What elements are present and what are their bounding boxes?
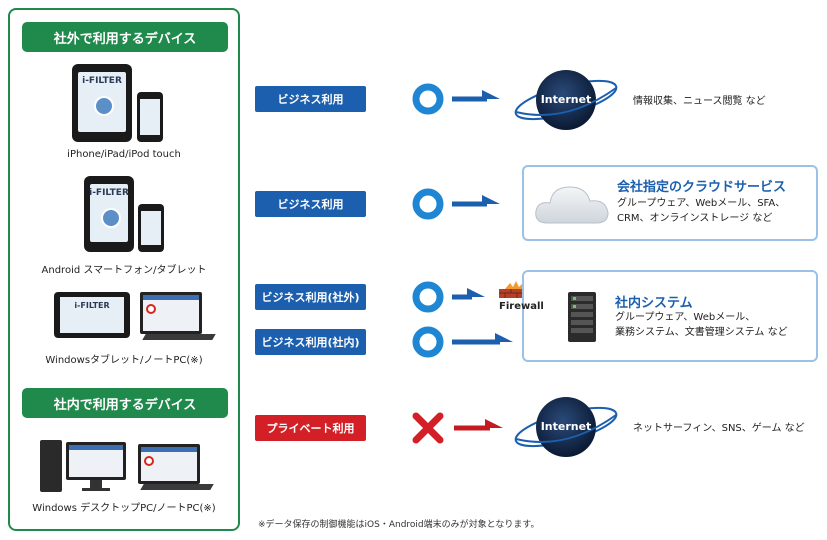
server-icon	[568, 292, 596, 342]
ifilter-logo: i-FILTER	[82, 76, 122, 86]
windows-tablet-icon: i-FILTER	[54, 292, 130, 338]
internal-desc-line1: グループウェア、Webメール、	[615, 312, 756, 323]
globe-icon	[514, 70, 618, 130]
ifilter-logo: i-FILTER	[89, 188, 129, 198]
device-caption-android: Android スマートフォン/タブレット	[41, 265, 207, 276]
laptop-icon	[140, 292, 202, 334]
circle-ok-icon	[412, 83, 444, 115]
internet-desc-top: 情報収集、ニュース閲覧 など	[633, 96, 766, 107]
internal-title: 社内システム	[615, 296, 693, 311]
cross-ng-icon	[412, 412, 444, 444]
ipad-icon: i-FILTER	[72, 64, 132, 142]
cloud-icon	[535, 186, 609, 224]
arrow-right-icon	[467, 288, 485, 297]
row-label-private: プライベート利用	[255, 415, 366, 441]
circle-ok-icon	[412, 281, 444, 313]
internet-desc-bottom: ネットサーフィン、SNS、ゲーム など	[633, 423, 805, 434]
desktop-tower-icon	[40, 440, 62, 492]
row-1-connector	[366, 83, 500, 115]
android-phone-icon	[138, 204, 164, 252]
row-label-business-inside: ビジネス利用(社内)	[255, 329, 366, 355]
arrow-right-icon	[482, 195, 500, 204]
monitor-icon	[66, 442, 126, 480]
arrow-right-icon	[482, 90, 500, 99]
outside-devices-header: 社外で利用するデバイス	[22, 22, 228, 52]
internal-desc-line2: 業務システム、文書管理システム など	[615, 327, 788, 338]
row-label-business-cloud: ビジネス利用	[255, 191, 366, 217]
device-panel: 社外で利用するデバイス i-FILTER iPhone/iPad/iPod to…	[8, 8, 240, 531]
circle-ok-icon	[412, 326, 444, 358]
ifilter-logo: i-FILTER	[74, 301, 110, 310]
row-label-business: ビジネス利用	[255, 86, 366, 112]
internet-label-bottom: Internet	[540, 420, 592, 433]
cloud-service-box: 会社指定のクラウドサービス グループウェア、Webメール、SFA、 CRM、オン…	[522, 165, 818, 241]
device-caption-ios: iPhone/iPad/iPod touch	[67, 149, 181, 160]
device-caption-windows-tablet: Windowsタブレット/ノートPC(※)	[45, 355, 203, 366]
footnote: ※データ保存の制御機能はiOS・Android端末のみが対象となります。	[258, 520, 540, 530]
row-4-connector	[366, 326, 513, 358]
row-2-connector	[366, 188, 500, 220]
internet-label-top: Internet	[540, 93, 592, 106]
cloud-desc-line1: グループウェア、Webメール、SFA、	[617, 198, 786, 209]
row-5-connector	[366, 412, 503, 444]
inside-devices-header: 社内で利用するデバイス	[22, 388, 228, 418]
cloud-title: 会社指定のクラウドサービス	[617, 180, 787, 195]
android-tablet-icon: i-FILTER	[84, 176, 134, 252]
cloud-desc-line2: CRM、オンラインストレージ など	[617, 213, 773, 224]
row-3-connector	[366, 281, 485, 313]
arrow-right-icon	[485, 419, 503, 428]
laptop-icon	[138, 444, 200, 484]
circle-ok-icon	[412, 188, 444, 220]
iphone-icon	[137, 92, 163, 142]
row-label-business-outside: ビジネス利用(社外)	[255, 284, 366, 310]
device-caption-desktop: Windows デスクトップPC/ノートPC(※)	[32, 503, 216, 514]
arrow-right-icon	[495, 333, 513, 342]
globe-icon	[514, 397, 618, 457]
internal-system-box: 社内システム グループウェア、Webメール、 業務システム、文書管理システム な…	[522, 270, 818, 362]
firewall-label: Firewall	[499, 301, 544, 312]
